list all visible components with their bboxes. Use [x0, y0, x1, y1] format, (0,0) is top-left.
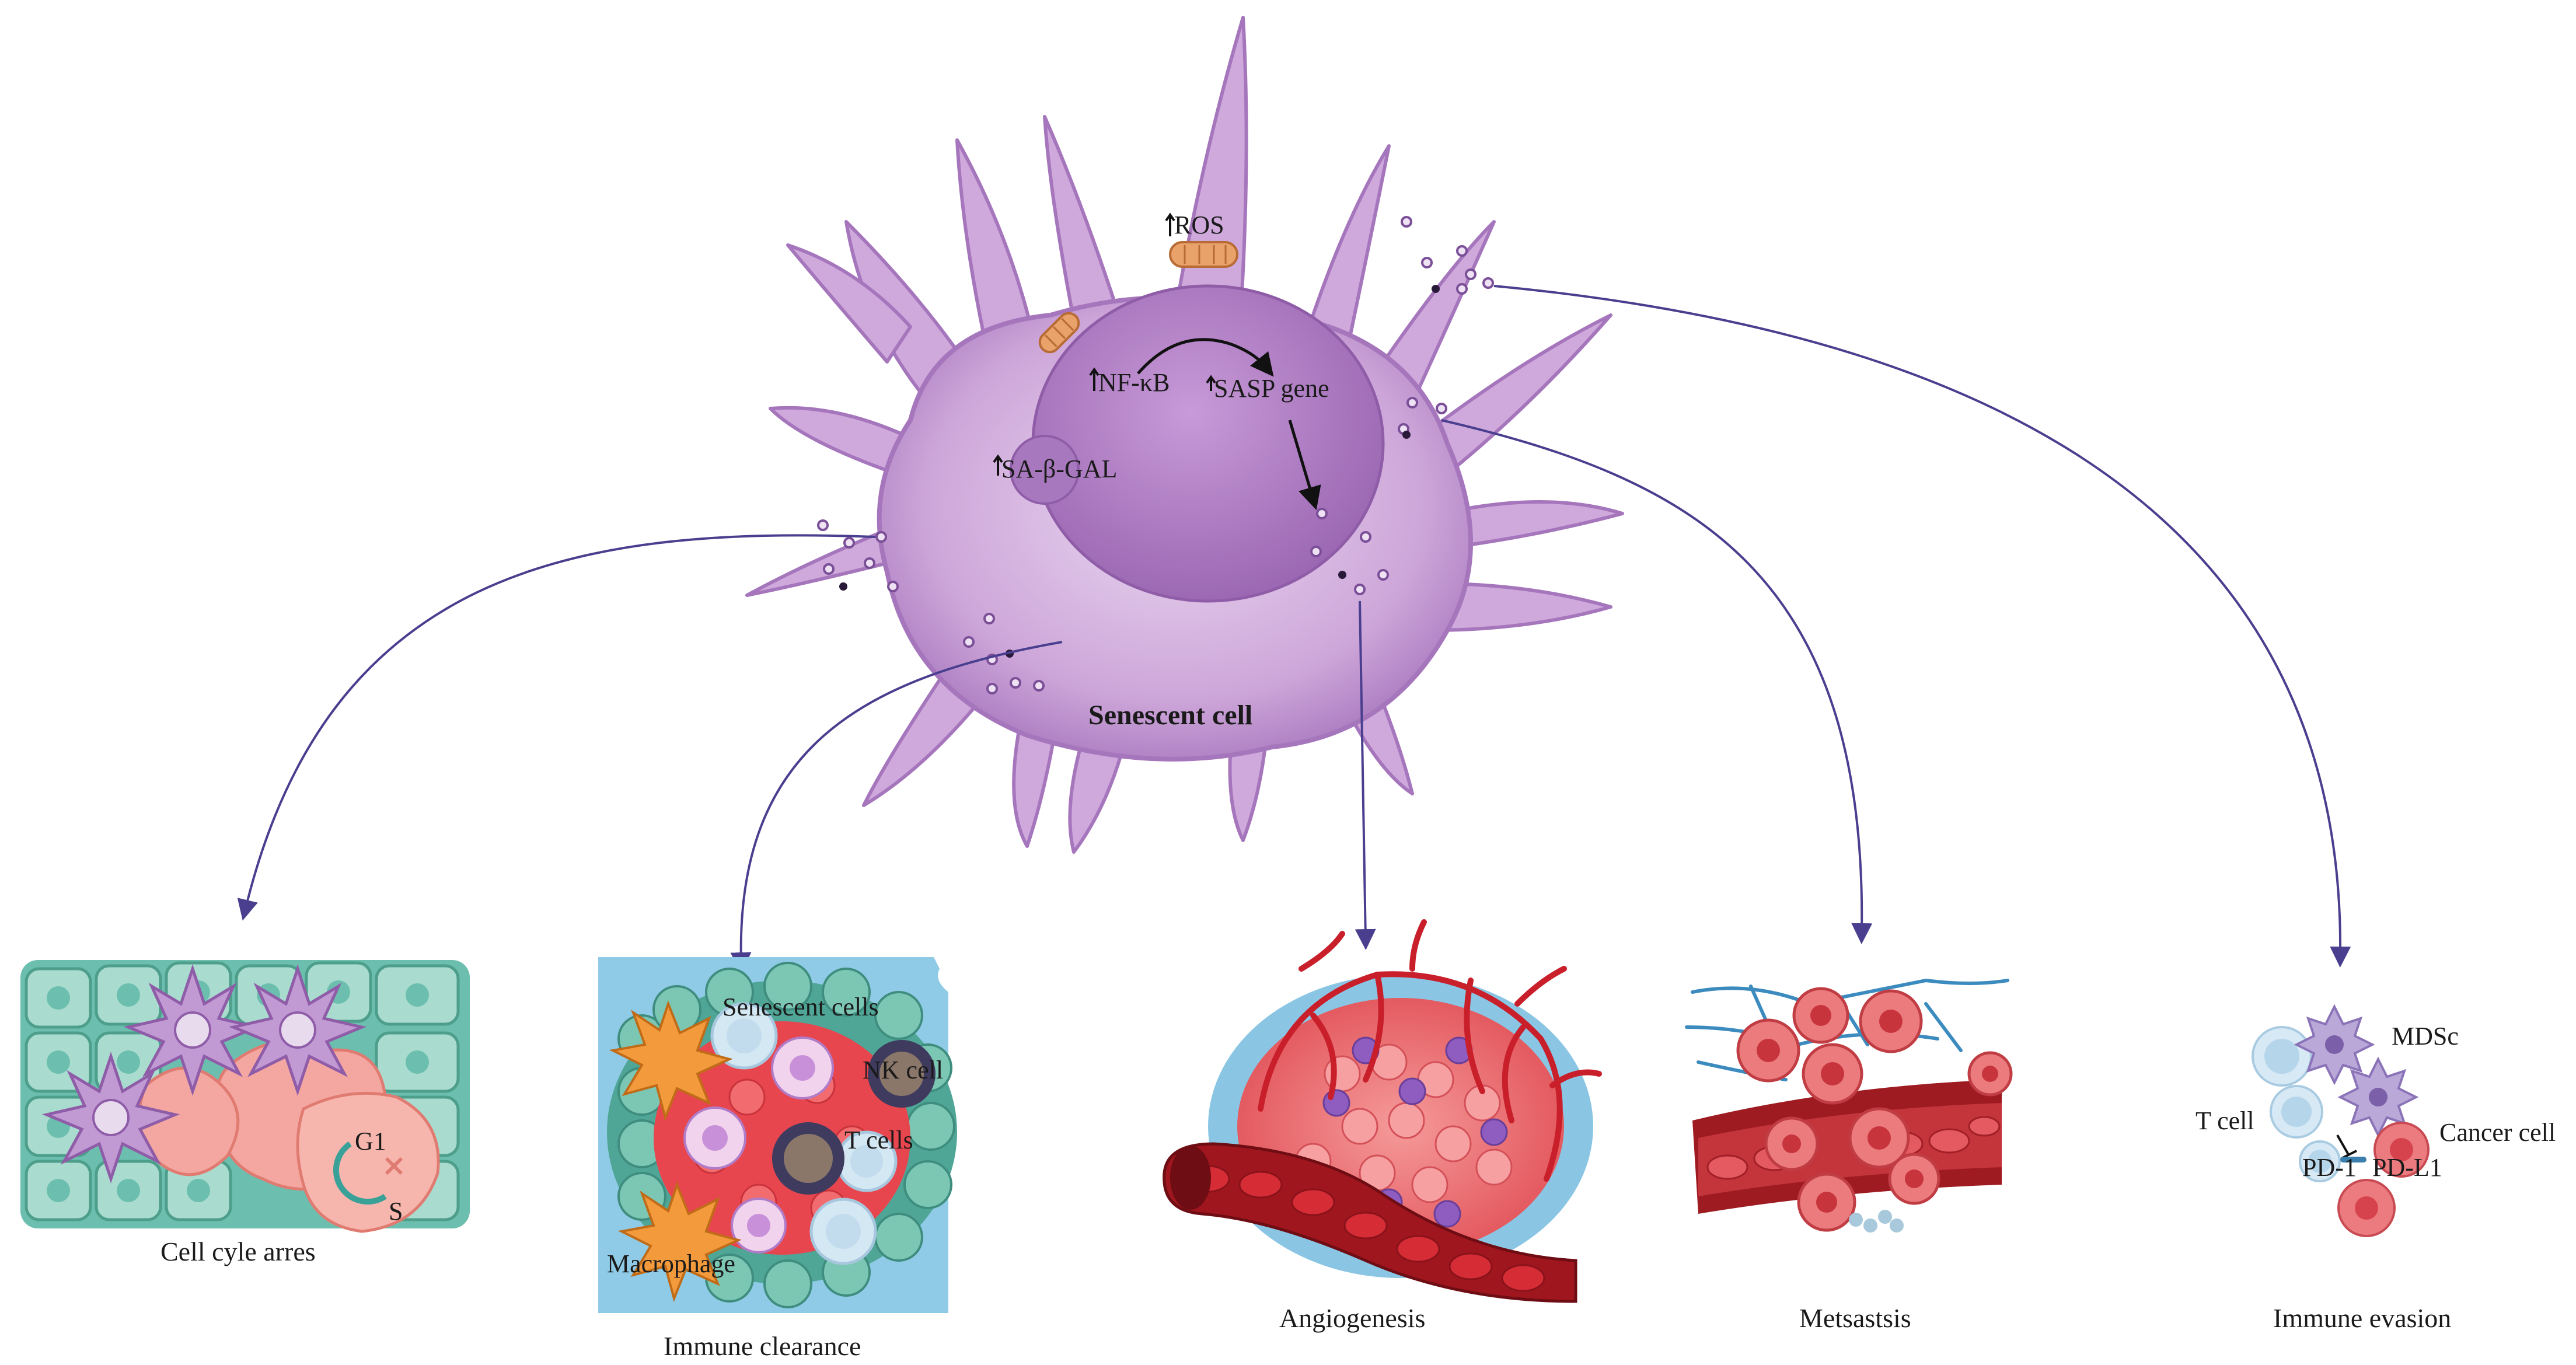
nfkb-to-sasp-arrow	[1137, 338, 1274, 377]
mitochondrion-1	[1169, 241, 1238, 268]
arrow-to-immune-evasion	[1493, 285, 2351, 968]
nk-cell-label: NK cell	[863, 1056, 944, 1084]
ros-label: ROS	[1174, 211, 1224, 239]
macrophage-label: Macrophage	[607, 1249, 735, 1278]
senescent-cell-title: Senescent cell	[1088, 700, 1253, 731]
arrow-to-immune-clearance	[730, 641, 1063, 973]
sasp-gene-label: SASP gene	[1214, 374, 1329, 403]
angiogenesis-caption: Angiogenesis	[1279, 1303, 1426, 1333]
cell-cycle-panel	[20, 960, 470, 1233]
pd-1-label: PD-1	[2302, 1153, 2357, 1182]
nucleus	[1031, 284, 1385, 603]
cell-cycle-caption: Cell cyle arres	[160, 1237, 316, 1266]
cell-protrusions	[745, 16, 1624, 854]
nfkb-label: NF-κB	[1098, 368, 1170, 397]
immune-clearance-caption: Immune clearance	[664, 1331, 861, 1361]
cancer-cell-label: Cancer cell	[2439, 1118, 2556, 1147]
pathway-arrows	[237, 285, 2351, 973]
cell-cycle-cell	[296, 1091, 440, 1233]
metastasis-caption: Metsastsis	[1799, 1303, 1911, 1333]
senescent-cell	[745, 16, 1624, 854]
lysosome	[1010, 435, 1080, 505]
immune-clearance-panel	[598, 957, 957, 1313]
mitochondrion-2	[1038, 312, 1080, 354]
sasp-secretion-arrow	[1288, 420, 1321, 511]
sasp-particles	[817, 216, 1494, 694]
arrow-to-cell-cycle	[237, 534, 876, 921]
g1-label: G1	[355, 1127, 386, 1155]
pd-l1-label: PD-L1	[2372, 1153, 2442, 1182]
s-phase-label: S	[389, 1197, 403, 1226]
sa-beta-gal-label: SA-β-GAL	[1001, 455, 1118, 483]
t-cells-label: T cells	[844, 1126, 913, 1154]
senescent-cells-label: Senescent cells	[722, 993, 879, 1021]
up-arrows	[993, 212, 1216, 476]
t-cell-label: T cell	[2195, 1106, 2254, 1135]
metastasis-panel	[1685, 978, 2013, 1233]
arrow-to-angiogenesis	[1355, 601, 1376, 950]
arrow-to-metastasis	[1441, 419, 1873, 944]
immune-evasion-panel	[2252, 1004, 2430, 1237]
mdsc-label: MDSc	[2392, 1022, 2459, 1050]
angiogenesis-panel	[1163, 919, 1602, 1303]
immune-evasion-caption: Immune evasion	[2273, 1303, 2452, 1333]
